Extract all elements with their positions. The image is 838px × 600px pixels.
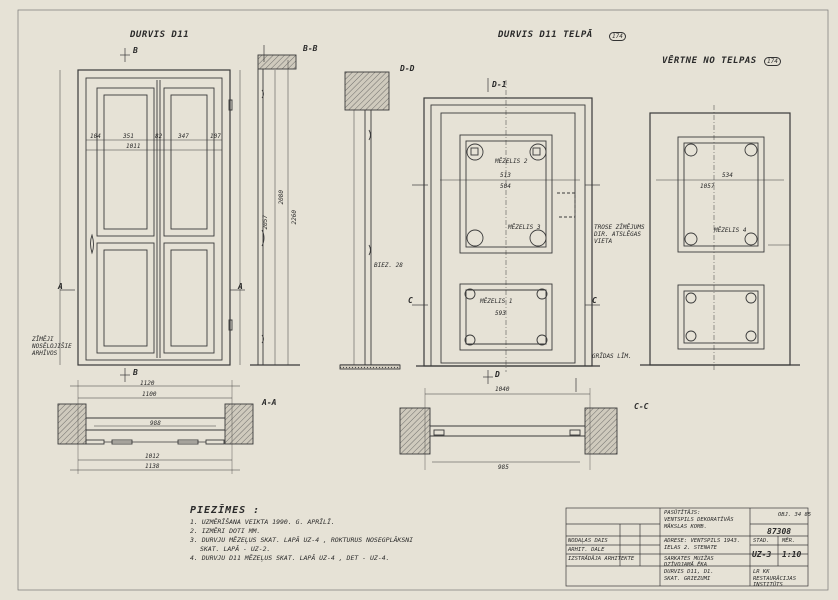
section-dd [339, 71, 401, 370]
dim-534: 534 [722, 172, 733, 179]
cut-d-bottom: D [495, 370, 500, 379]
section-bb [239, 45, 300, 366]
dim-1011: 1011 [126, 143, 141, 150]
panel-label-3: MĒZELIS 3 [508, 224, 541, 231]
door-in-room [412, 78, 600, 384]
tb-drawing2: SKAT. GRIEZUMI [664, 576, 711, 582]
floor-level-label: GRĪDAS LĪM. [592, 353, 632, 360]
dim-2080: 2080 [278, 190, 285, 205]
cut-c-right: C [592, 296, 597, 305]
dim-351: 351 [123, 133, 134, 140]
cut-c-left: C [408, 296, 413, 305]
dim-104: 104 [90, 133, 101, 140]
dim-1120: 1120 [140, 380, 155, 387]
note-1: 1. UZMĒRĪŠANA VEIKTA 1990. G. APRĪLĪ. [190, 518, 335, 526]
view3-title: VĒRTNE NO TELPAS [662, 56, 757, 66]
tb-row1: NODAĻAS DAIS [568, 538, 608, 544]
tb-stage-label: STAD. [753, 538, 770, 544]
dim-1138: 1138 [145, 463, 160, 470]
section-cc [399, 378, 618, 470]
dim-513: 513 [500, 172, 511, 179]
dd-thickness-note: BIEZ. 28 [374, 262, 403, 269]
door-elevation [59, 48, 245, 382]
panel-label-2: MĒZELIS 2 [495, 158, 528, 165]
tb-project-prefix: PASŪTĪTĀJS: [664, 510, 701, 516]
tb-org: RESTAURĀCIJAS INSTITŪTS [753, 576, 797, 588]
section-label-cc: C-C [634, 402, 649, 411]
section-label-aa: A-A [262, 398, 277, 407]
tb-address2: IELAS 2. STENATE [664, 545, 717, 551]
note-3: 3. DURVJU MĒZEĻUS SKAT. LAPĀ UZ-4 , ROKT… [190, 536, 414, 544]
tb-address: ADRESE: VENTSPILS 1943. [664, 538, 741, 544]
leaf-from-room [640, 105, 800, 372]
tb-project: VENTSPILS DEKORATĪVĀS MĀKSLAS KOMB. [664, 517, 734, 530]
tb-row3: IZSTRĀDĀJA ARHITEKTE [568, 556, 635, 562]
note-4: 4. DURVJU D11 MĒZEĻUS SKAT. LAPĀ UZ-4 , … [190, 554, 390, 562]
dim-1040: 1040 [495, 386, 510, 393]
tb-row2: ARHIT. DALE [568, 547, 605, 553]
section-label-dd: D-D [400, 64, 415, 73]
panel-label-1: MĒZELIS 1 [480, 298, 513, 305]
view3-tag: 174 [764, 57, 781, 66]
tb-org-prefix: LR KK [753, 569, 770, 575]
note-2: 2. IZMĒRI DOTI MM. [190, 527, 261, 535]
cut-d1-top: D-1 [492, 80, 507, 89]
dim-2260: 2260 [291, 210, 298, 225]
dim-347: 347 [178, 133, 189, 140]
tb-building2: DZĪVOJAMĀ ĒKA [664, 562, 708, 568]
dim-985: 985 [498, 464, 509, 471]
section-label-bb: B-B [303, 44, 318, 53]
side-note-mid: TROSE ZĪMĒJUMS DIR. ATSLĒGAS VIETA [594, 224, 645, 245]
dim-504: 504 [500, 183, 511, 190]
view1-title: DURVIS D11 [130, 30, 190, 40]
note-3b: SKAT. LAPĀ - UZ-2. [200, 545, 271, 553]
dim-988: 988 [150, 420, 161, 427]
tb-sheet-no: UZ-3 [752, 550, 772, 559]
dim-2057: 2057 [262, 215, 269, 230]
dim-1057: 1057 [700, 183, 715, 190]
dim-82: 82 [155, 133, 163, 140]
dim-107: 107 [210, 133, 221, 140]
view2-title: DURVIS D11 TELPĀ [498, 30, 593, 40]
notes-heading: PIEZĪMES : [190, 505, 261, 516]
dim-593: 593 [495, 310, 506, 317]
cut-a-left: A [58, 282, 63, 291]
tb-archive-no: 87308 [767, 527, 792, 536]
section-aa [57, 380, 254, 474]
tb-corner: OBJ. 34 85 [778, 512, 812, 518]
dim-1100: 1100 [142, 391, 157, 398]
tb-scale-label: MĒR. [782, 538, 796, 544]
tb-scale: 1:10 [782, 550, 802, 559]
panel-label-4: MĒZELIS 4 [714, 227, 747, 234]
cut-b-bottom: B [133, 368, 138, 377]
dim-1012: 1012 [145, 453, 160, 460]
cut-a-right: A [238, 282, 243, 291]
view2-tag: 174 [609, 32, 626, 41]
title-block-lines [565, 507, 809, 587]
tb-building: SARKATES MUIŽAS [664, 556, 714, 562]
tb-drawing: DURVIS D11, D1. [664, 569, 714, 575]
side-note-left: ZĪMĒJI NOSĒLOJIŠIE ARHĪVOS [32, 336, 72, 357]
cut-b-top: B [133, 46, 138, 55]
